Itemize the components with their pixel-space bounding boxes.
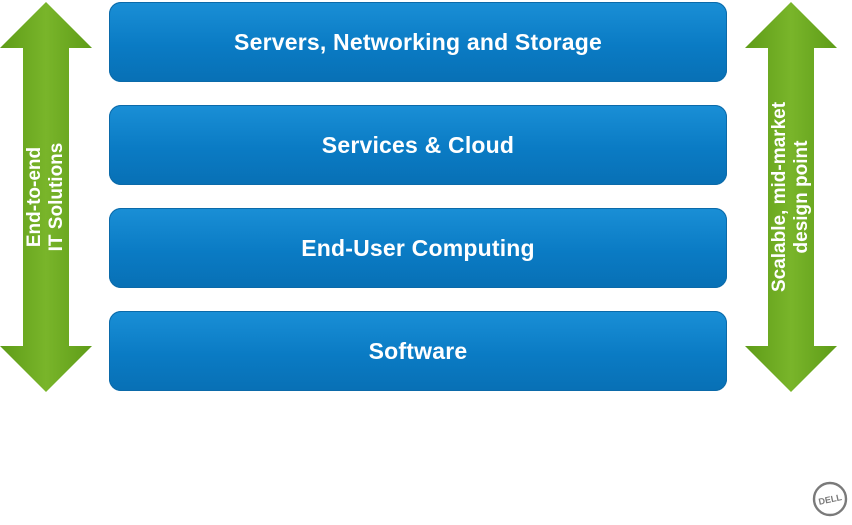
bar-software: Software (109, 311, 727, 391)
double-arrow-shape (0, 2, 92, 392)
bar-label: Servers, Networking and Storage (234, 28, 602, 55)
bar-label: End-User Computing (301, 234, 535, 261)
bar-servers-networking-storage: Servers, Networking and Storage (109, 2, 727, 82)
left-arrow-line1: End-to-end (24, 146, 45, 248)
right-arrow-line1: Scalable, mid-market (769, 101, 790, 293)
logo-text: DELL (818, 492, 844, 507)
right-double-arrow: Scalable, mid-market design point (745, 2, 837, 392)
bar-services-cloud: Services & Cloud (109, 105, 727, 185)
bar-end-user-computing: End-User Computing (109, 208, 727, 288)
dell-logo-icon: DELL (812, 481, 848, 517)
left-double-arrow: End-to-end IT Solutions (0, 2, 92, 392)
bar-label: Services & Cloud (321, 131, 515, 158)
right-arrow-line2: design point (791, 140, 812, 254)
bar-label: Software (368, 337, 468, 364)
left-arrow-line2: IT Solutions (46, 142, 67, 252)
left-arrow-label: End-to-end IT Solutions (24, 143, 68, 252)
right-arrow-label: Scalable, mid-market design point (769, 102, 813, 292)
double-arrow-shape (745, 2, 837, 392)
